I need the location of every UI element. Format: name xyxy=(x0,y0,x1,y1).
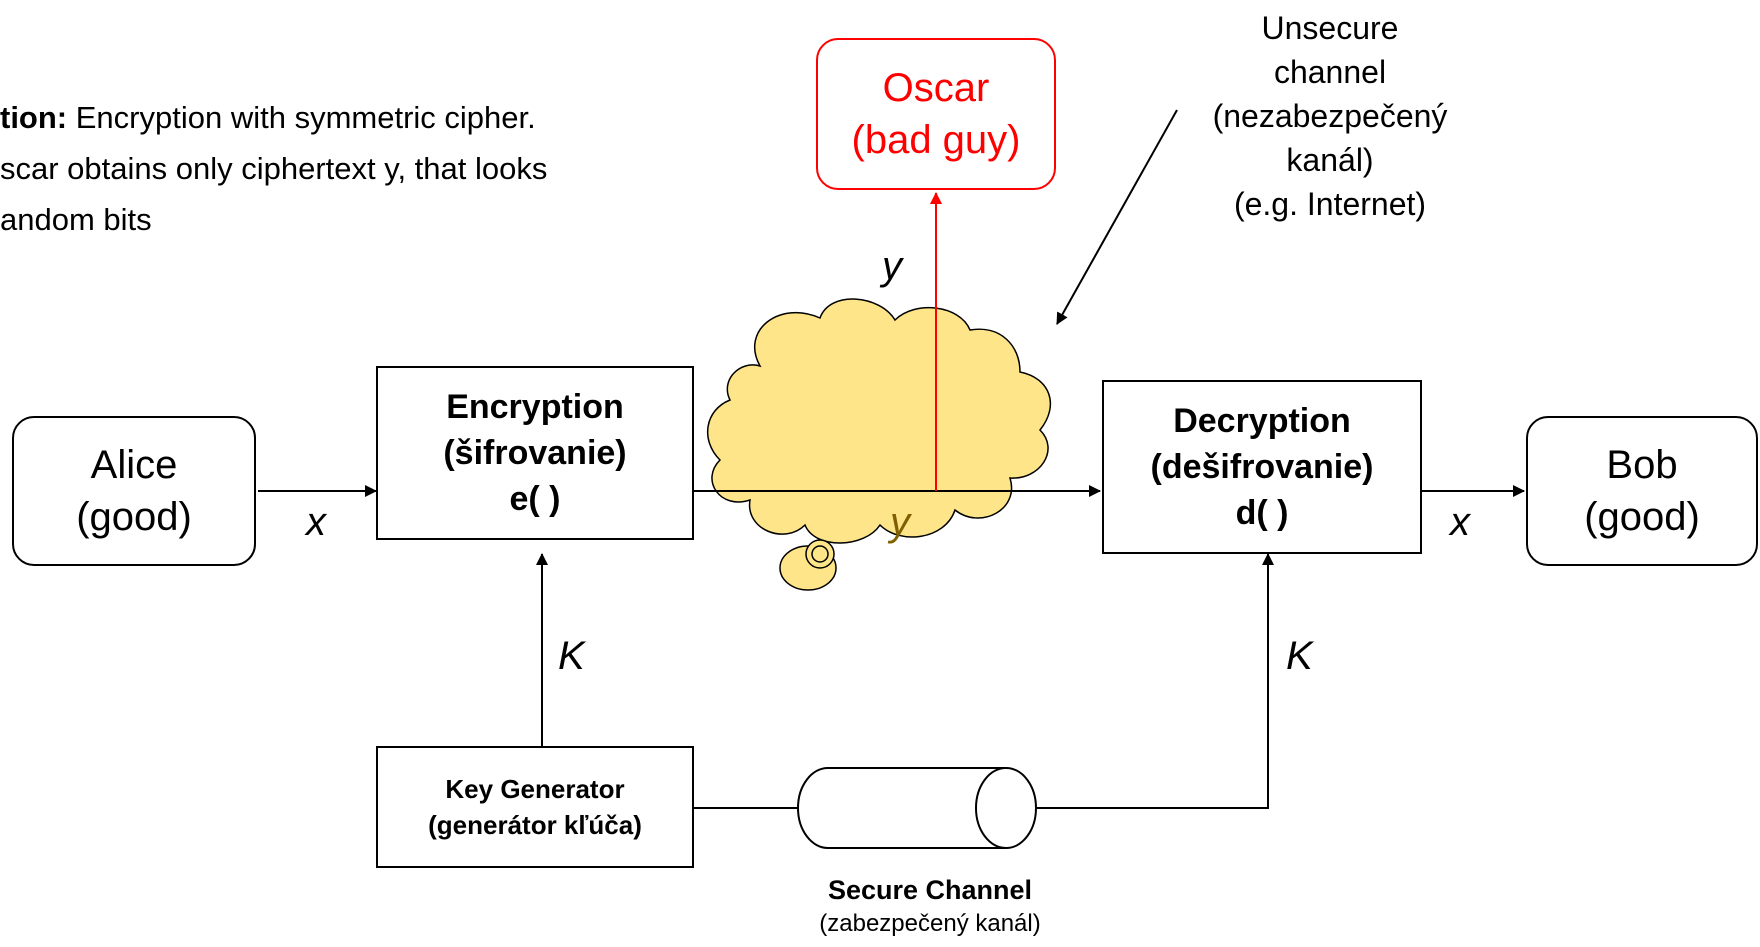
encryption-title: Encryption xyxy=(446,388,624,426)
bob-box: Bob (good) xyxy=(1526,416,1758,566)
intro-line3: andom bits xyxy=(0,202,152,237)
label-k-right: K xyxy=(1286,634,1313,678)
unsecure-line5: (e.g. Internet) xyxy=(1233,186,1427,222)
decryption-box: Decryption (dešifrovanie) d( ) xyxy=(1102,380,1422,554)
alice-name: Alice xyxy=(90,443,178,487)
label-y-up: y xyxy=(882,244,902,288)
unsecure-line3: (nezabezpečený xyxy=(1212,98,1448,134)
alice-role: (good) xyxy=(76,495,192,539)
internet-cloud xyxy=(706,298,1051,591)
encryption-box: Encryption (šifrovanie) e( ) xyxy=(376,366,694,540)
intro-line2: scar obtains only ciphertext y, that loo… xyxy=(0,151,548,186)
key-generator-subtitle: (generátor kľúča) xyxy=(428,810,642,840)
secure-channel-cylinder xyxy=(797,767,1037,849)
unsecure-line2: channel xyxy=(1273,54,1387,90)
unsecure-line4: kanál) xyxy=(1286,142,1374,178)
bob-role: (good) xyxy=(1584,495,1700,539)
decryption-title: Decryption xyxy=(1173,402,1351,440)
secure-channel-label: Secure Channel (zabezpečený kanál) xyxy=(780,872,1080,940)
pointer-unsecure-channel xyxy=(1056,109,1178,325)
decryption-function: d( ) xyxy=(1235,494,1289,532)
oscar-box: Oscar (bad guy) xyxy=(816,38,1056,190)
unsecure-line1: Unsecure xyxy=(1261,10,1399,46)
secure-channel-subtitle: (zabezpečený kanál) xyxy=(819,910,1041,937)
encryption-function: e( ) xyxy=(509,480,561,518)
alice-box: Alice (good) xyxy=(12,416,256,566)
encryption-subtitle: (šifrovanie) xyxy=(443,434,627,472)
key-generator-title: Key Generator xyxy=(445,774,625,804)
unsecure-channel-label: Unsecure channel (nezabezpečený kanál) (… xyxy=(1180,6,1480,226)
oscar-name: Oscar xyxy=(882,66,990,110)
intro-bold: tion: xyxy=(0,100,68,135)
decryption-subtitle: (dešifrovanie) xyxy=(1150,448,1374,486)
label-y-cloud: y xyxy=(890,500,910,544)
label-x-left: x xyxy=(306,500,326,544)
intro-line1: Encryption with symmetric cipher. xyxy=(67,100,536,135)
intro-text: tion: Encryption with symmetric cipher. … xyxy=(0,92,547,245)
oscar-role: (bad guy) xyxy=(851,118,1021,162)
label-x-right: x xyxy=(1450,500,1470,544)
secure-channel-title: Secure Channel xyxy=(827,875,1033,905)
bob-name: Bob xyxy=(1606,443,1678,487)
label-k-left: K xyxy=(558,634,585,678)
key-generator-box: Key Generator (generátor kľúča) xyxy=(376,746,694,868)
